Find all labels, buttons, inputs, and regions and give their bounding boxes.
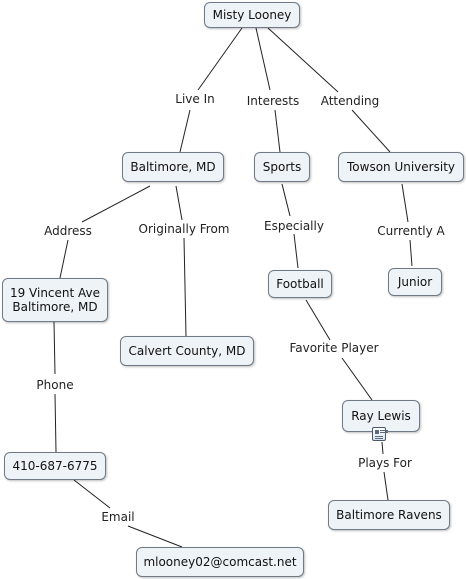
node-calvert-county[interactable]: Calvert County, MD xyxy=(120,336,254,366)
node-email-address[interactable]: mlooney02@comcast.net xyxy=(136,547,304,577)
node-football[interactable]: Football xyxy=(268,270,332,298)
label-address: Address xyxy=(42,224,94,238)
connector-attending-lower xyxy=(351,109,391,153)
connector-phone-lower xyxy=(54,393,57,453)
node-address[interactable]: 19 Vincent Ave Baltimore, MD xyxy=(2,278,108,322)
node-baltimore-md[interactable]: Baltimore, MD xyxy=(122,152,224,182)
node-misty-looney[interactable]: Misty Looney xyxy=(204,2,300,28)
label-especially: Especially xyxy=(262,219,326,233)
node-ray-lewis[interactable]: Ray Lewis xyxy=(342,400,420,432)
label-interests: Interests xyxy=(244,94,302,108)
connector-plays-for-upper xyxy=(381,441,384,455)
connector-currently-lower xyxy=(409,239,413,267)
connector-favorite-lower xyxy=(341,357,373,401)
connector-email-lower xyxy=(127,525,183,548)
connector-especially-upper xyxy=(281,183,291,217)
label-attending: Attending xyxy=(318,94,382,108)
connector-attending-upper xyxy=(267,27,339,93)
connector-live-in-lower xyxy=(179,109,191,153)
connector-phone-upper xyxy=(53,321,56,375)
connector-currently-upper xyxy=(401,183,409,223)
connector-especially-lower xyxy=(293,233,299,269)
label-email: Email xyxy=(99,510,137,524)
connector-email-upper xyxy=(73,479,111,509)
node-junior[interactable]: Junior xyxy=(388,268,442,296)
connector-originally-upper xyxy=(175,185,183,221)
connector-interests-upper xyxy=(255,27,271,91)
label-live-in: Live In xyxy=(173,92,217,106)
connector-address-upper xyxy=(81,185,151,223)
node-towson-university[interactable]: Towson University xyxy=(338,152,464,182)
connector-interests-lower xyxy=(274,109,281,153)
connector-favorite-upper xyxy=(305,299,331,341)
connector-originally-lower xyxy=(183,237,187,337)
label-currently-a: Currently A xyxy=(375,224,447,238)
node-baltimore-ravens[interactable]: Baltimore Ravens xyxy=(328,500,450,530)
node-sports[interactable]: Sports xyxy=(254,152,310,182)
label-plays-for: Plays For xyxy=(356,456,414,470)
connector-plays-for-lower xyxy=(383,471,389,501)
label-phone: Phone xyxy=(34,378,76,392)
note-icon[interactable] xyxy=(372,427,386,441)
connector-live-in-upper xyxy=(197,27,243,91)
label-favorite-player: Favorite Player xyxy=(287,341,381,355)
connector-address-lower xyxy=(59,239,69,279)
label-originally-from: Originally From xyxy=(136,222,232,236)
node-phone-number[interactable]: 410-687-6775 xyxy=(4,452,106,480)
